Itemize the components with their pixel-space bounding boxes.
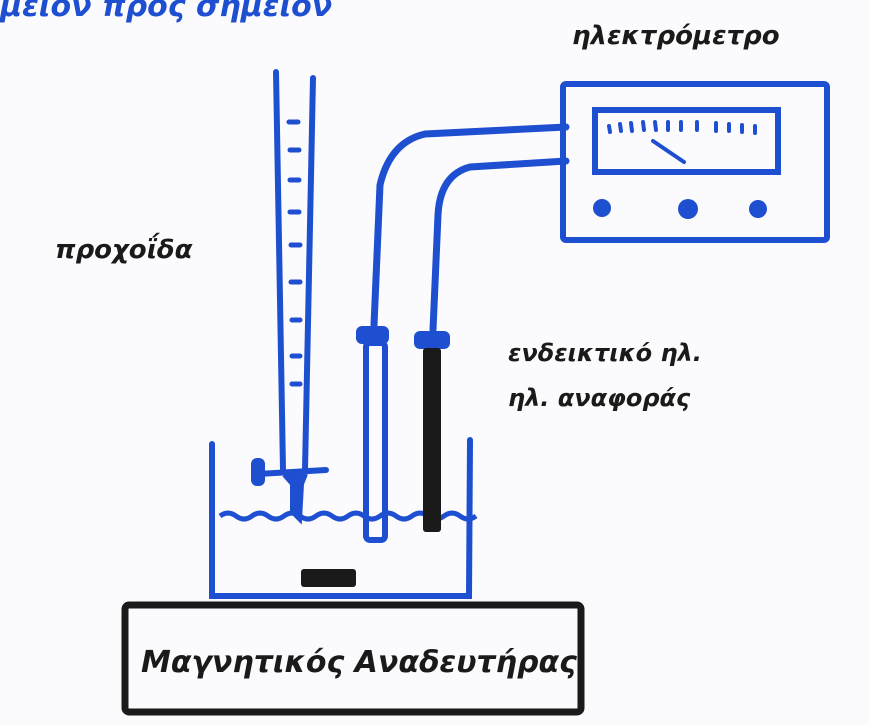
reference-electrode [414,331,450,532]
burette [251,69,329,525]
meter-knob-right [749,200,767,218]
stirrer-body [121,601,585,716]
burette-graduations [286,119,303,387]
stopcock-bar [255,467,329,477]
indicator-electrode-cap [356,326,389,344]
electrometer [560,81,830,243]
burette-wall-right [302,75,316,473]
meter-knob-middle [678,199,698,219]
reference-electrode-label: ηλ. αναφοράς [508,384,691,412]
meter-knob-left [593,199,611,217]
meter-needle [651,139,686,164]
stirrer-label: Μαγνητικός Αναδευτήρας [141,645,577,680]
meter-display [592,107,781,175]
stopcock-handle [251,458,265,486]
magnetic-stirrer: Μαγνητικός Αναδευτήρας [121,601,585,716]
burette-wall-left [273,69,286,473]
reference-electrode-cap [414,331,450,349]
burette-label: προχοΐδα [55,231,193,265]
electrode-cables [370,123,570,334]
cable-reference [429,157,570,334]
meter-scale [607,120,757,135]
cable-indicator [370,123,570,329]
indicator-electrode-body [363,340,388,543]
reference-electrode-body [423,348,441,532]
indicator-electrode-label: ενδεικτικό ηλ. [508,339,702,367]
meter-label: ηλεκτρόμετρο [572,21,780,51]
indicator-electrode [356,326,389,543]
stir-bar [301,569,356,587]
diagram-title: μειον προς σημειον [0,0,332,24]
